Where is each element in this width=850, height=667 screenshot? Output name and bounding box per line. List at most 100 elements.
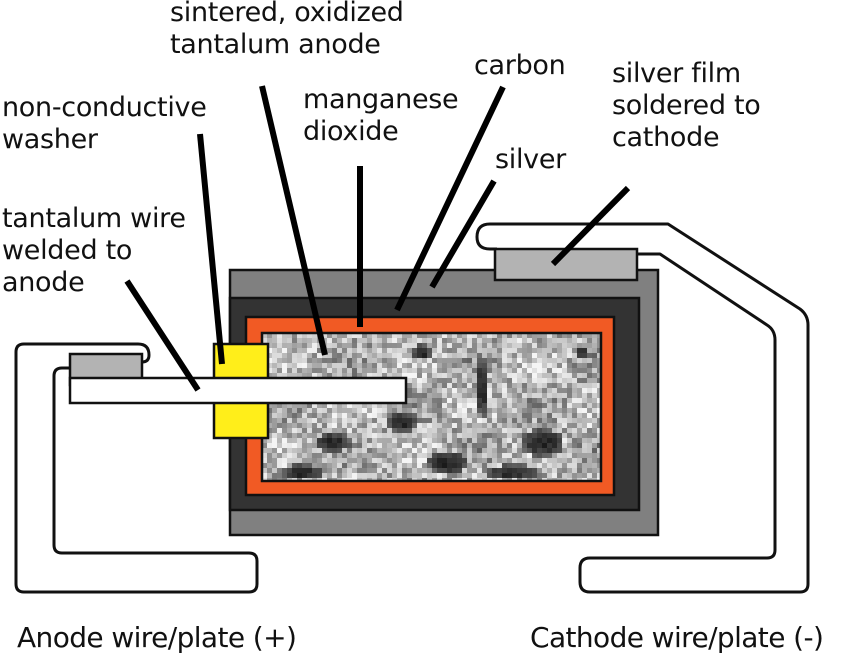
porous-texture-cell bbox=[282, 403, 287, 408]
porous-texture-cell bbox=[377, 338, 382, 343]
porous-texture-cell bbox=[422, 393, 427, 398]
porous-texture-cell bbox=[377, 413, 382, 418]
porous-texture-cell bbox=[287, 403, 292, 408]
porous-texture-cell bbox=[302, 358, 307, 363]
porous-texture-cell bbox=[502, 393, 507, 398]
porous-texture-cell bbox=[582, 388, 587, 393]
porous-texture-cell bbox=[517, 428, 522, 433]
porous-texture-cell bbox=[582, 478, 587, 481]
porous-texture-cell bbox=[462, 473, 467, 478]
porous-texture-cell bbox=[377, 468, 382, 473]
porous-texture-cell bbox=[332, 358, 337, 363]
porous-texture-cell bbox=[317, 363, 322, 368]
porous-texture-cell bbox=[322, 413, 327, 418]
porous-texture-cell bbox=[292, 358, 297, 363]
porous-texture-cell bbox=[417, 373, 422, 378]
leader-line-tantalum-wire bbox=[124, 279, 201, 392]
porous-texture-cell bbox=[422, 353, 427, 358]
porous-texture-cell bbox=[567, 373, 572, 378]
porous-texture-cell bbox=[547, 388, 552, 393]
porous-texture-cell bbox=[297, 443, 302, 448]
porous-texture-cell bbox=[507, 433, 512, 438]
porous-texture-cell bbox=[437, 438, 442, 443]
porous-texture-cell bbox=[427, 478, 432, 481]
porous-texture-cell bbox=[537, 343, 542, 348]
porous-texture-cell bbox=[507, 358, 512, 363]
porous-texture-cell bbox=[497, 408, 502, 413]
porous-texture-cell bbox=[597, 403, 601, 408]
porous-texture-cell bbox=[467, 368, 472, 373]
porous-texture-cell bbox=[487, 443, 492, 448]
porous-texture-cell bbox=[427, 393, 432, 398]
porous-texture-cell bbox=[527, 418, 532, 423]
porous-texture-cell bbox=[472, 383, 477, 388]
porous-texture-cell bbox=[472, 393, 477, 398]
porous-texture-cell bbox=[527, 448, 532, 453]
porous-texture-cell bbox=[527, 473, 532, 478]
porous-texture-cell bbox=[267, 343, 272, 348]
porous-texture-cell bbox=[452, 408, 457, 413]
porous-texture-cell bbox=[522, 438, 527, 443]
porous-texture-cell bbox=[332, 333, 337, 338]
label-tantalum-wire: tantalum wire welded to anode bbox=[2, 203, 186, 299]
porous-texture-cell bbox=[347, 468, 352, 473]
porous-texture-cell bbox=[592, 338, 597, 343]
porous-texture-cell bbox=[292, 418, 297, 423]
porous-texture-cell bbox=[492, 348, 497, 353]
porous-texture-cell bbox=[567, 428, 572, 433]
porous-texture-cell bbox=[462, 378, 467, 383]
porous-texture-cell bbox=[407, 453, 412, 458]
porous-texture-cell bbox=[297, 408, 302, 413]
porous-texture-cell bbox=[282, 353, 287, 358]
porous-texture-cell bbox=[557, 348, 562, 353]
porous-texture-cell bbox=[377, 458, 382, 463]
porous-texture-cell bbox=[397, 453, 402, 458]
porous-texture-cell bbox=[507, 363, 512, 368]
porous-texture-cell bbox=[367, 433, 372, 438]
porous-texture-cell bbox=[347, 408, 352, 413]
porous-texture-cell bbox=[547, 368, 552, 373]
porous-texture-cell bbox=[362, 338, 367, 343]
porous-texture-cell bbox=[522, 448, 527, 453]
porous-texture-cell bbox=[487, 468, 492, 473]
porous-texture-cell bbox=[402, 418, 407, 423]
porous-texture-cell bbox=[302, 373, 307, 378]
porous-texture-cell bbox=[442, 338, 447, 343]
porous-texture-cell bbox=[477, 393, 482, 398]
leader-line-silver bbox=[429, 179, 497, 289]
porous-texture-cell bbox=[272, 403, 277, 408]
porous-texture-cell bbox=[467, 418, 472, 423]
porous-texture-cell bbox=[552, 433, 557, 438]
porous-texture-cell bbox=[392, 373, 397, 378]
porous-texture-cell bbox=[587, 403, 592, 408]
porous-texture-cell bbox=[437, 433, 442, 438]
porous-texture-cell bbox=[262, 453, 267, 458]
porous-texture-cell bbox=[357, 473, 362, 478]
porous-texture-cell bbox=[592, 478, 597, 481]
porous-texture-cell bbox=[327, 438, 332, 443]
porous-texture-cell bbox=[402, 468, 407, 473]
cathode-lead-plate bbox=[475, 222, 810, 594]
porous-texture-cell bbox=[442, 473, 447, 478]
porous-texture-cell bbox=[357, 413, 362, 418]
porous-texture-cell bbox=[542, 418, 547, 423]
porous-texture-cell bbox=[302, 348, 307, 353]
porous-texture-cell bbox=[362, 373, 367, 378]
porous-texture-cell bbox=[372, 478, 377, 481]
porous-texture-cell bbox=[352, 348, 357, 353]
porous-texture-cell bbox=[347, 418, 352, 423]
porous-texture-cell bbox=[432, 418, 437, 423]
porous-texture-cell bbox=[277, 453, 282, 458]
porous-texture-cell bbox=[412, 468, 417, 473]
porous-texture-cell bbox=[467, 388, 472, 393]
porous-texture-cell bbox=[567, 363, 572, 368]
porous-texture-cell bbox=[427, 428, 432, 433]
porous-texture-cell bbox=[587, 448, 592, 453]
porous-texture-cell bbox=[447, 423, 452, 428]
porous-texture-cell bbox=[547, 333, 552, 338]
porous-texture-cell bbox=[312, 338, 317, 343]
porous-texture-cell bbox=[462, 453, 467, 458]
porous-texture-cell bbox=[362, 458, 367, 463]
porous-texture-cell bbox=[362, 438, 367, 443]
porous-texture-cell bbox=[562, 423, 567, 428]
